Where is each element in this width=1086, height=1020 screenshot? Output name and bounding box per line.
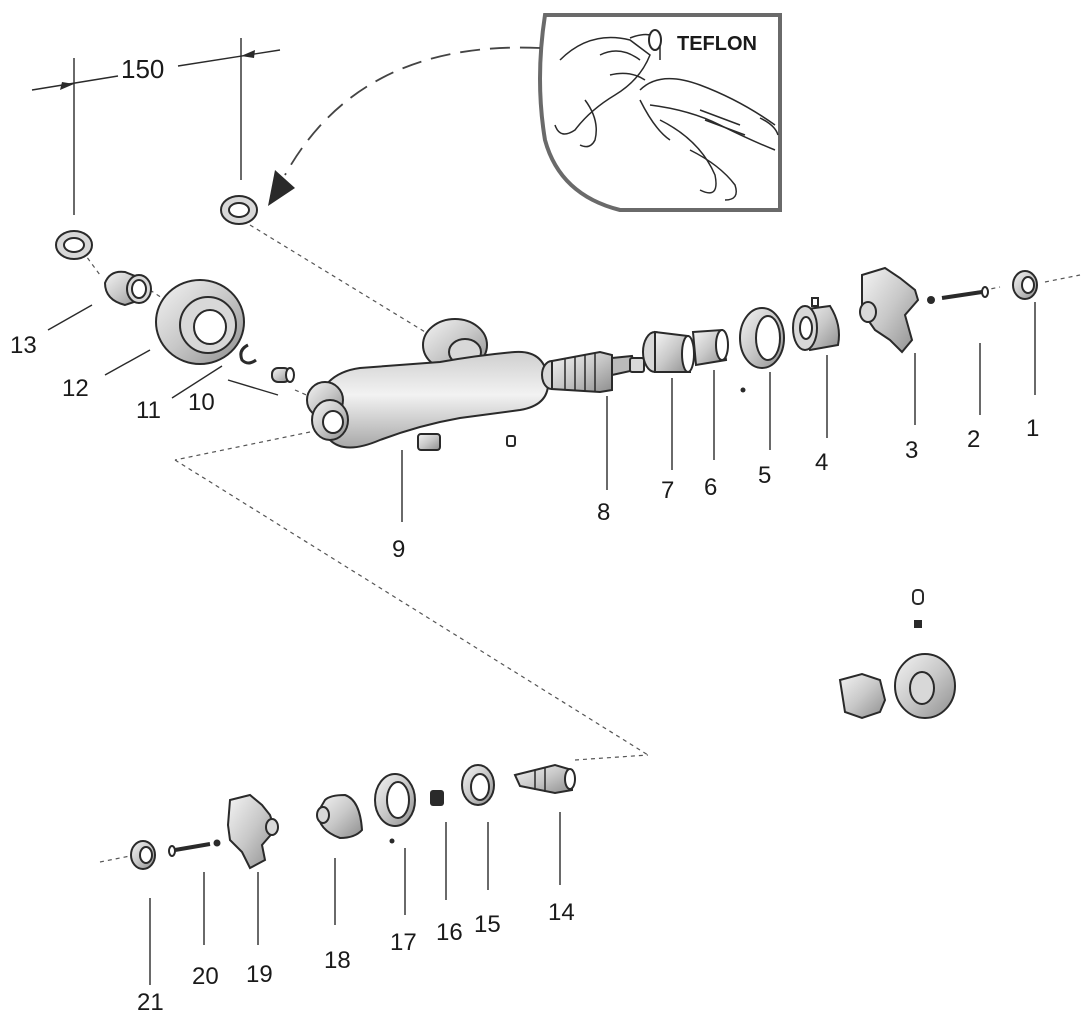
callout-13: 13 [10, 332, 37, 359]
callout-14: 14 [548, 899, 575, 926]
inset-pointer-arrowhead [268, 170, 295, 206]
callout-10: 10 [188, 389, 215, 416]
part-6-sleeve [691, 328, 729, 367]
part-3-cross-handle [859, 266, 920, 354]
dimension-150: 150 [31, 38, 281, 215]
inset-pointer-arc [284, 46, 541, 176]
callout-12: 12 [62, 375, 89, 402]
part-9-valve-body [306, 318, 550, 451]
callout-8: 8 [597, 499, 610, 526]
dimension-text: 150 [121, 54, 164, 84]
callout-4: 4 [815, 449, 828, 476]
part-10-circlip [239, 343, 257, 365]
callout-3: 3 [905, 437, 918, 464]
part-11-escutcheon [155, 279, 245, 365]
part-washer-upper [220, 195, 258, 225]
callout-19: 19 [246, 961, 273, 988]
alternate-handle-detail [838, 589, 956, 720]
callout-2: 2 [967, 426, 980, 453]
callout-15: 15 [474, 911, 501, 938]
part-13-washer [55, 230, 93, 260]
dimension-line-right [177, 49, 281, 67]
callout-6: 6 [704, 474, 717, 501]
callout-21: 21 [137, 989, 164, 1016]
part-8-thermostatic-cartridge [541, 350, 645, 394]
part-7-nut [642, 330, 695, 373]
part-2-screw [927, 286, 989, 304]
callout-labels: 1 2 3 4 5 6 7 8 9 10 11 12 13 14 15 16 1… [10, 332, 1039, 1016]
part-14-cartridge [513, 763, 576, 795]
part-18-cap [316, 793, 364, 840]
dimension-arrow-right [241, 50, 255, 58]
part-19-cross-handle [226, 793, 279, 870]
teflon-label: TEFLON [677, 33, 757, 55]
part-21-cap [130, 840, 156, 870]
part-pin-10 [271, 367, 295, 383]
part-15-nut [461, 764, 495, 806]
dimension-line-left [31, 75, 119, 91]
callout-18: 18 [324, 947, 351, 974]
part-20-screw [168, 839, 221, 857]
dimension-arrow-left [60, 82, 74, 90]
part-4-cap [792, 297, 840, 352]
inset-frame [538, 13, 782, 212]
callout-20: 20 [192, 963, 219, 990]
callout-16: 16 [436, 919, 463, 946]
part-5-ring [739, 307, 785, 393]
callout-5: 5 [758, 462, 771, 489]
callout-7: 7 [661, 477, 674, 504]
leader-lines [47, 302, 1036, 985]
part-1-cap [1012, 270, 1038, 300]
callout-1: 1 [1026, 415, 1039, 442]
part-12-eccentric-fitting [103, 270, 152, 307]
part-17-ring [374, 773, 416, 844]
callout-17: 17 [390, 929, 417, 956]
hands-illustration [554, 29, 779, 201]
teflon-inset: TEFLON [268, 13, 782, 212]
callout-11: 11 [136, 397, 161, 424]
part-16-spindle [430, 790, 444, 806]
callout-9: 9 [392, 536, 405, 563]
